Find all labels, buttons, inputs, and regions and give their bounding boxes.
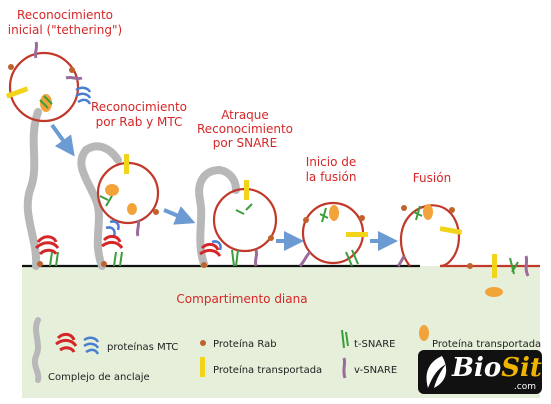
- vesicle-rab-mtc: [77, 142, 160, 270]
- t-snare: [235, 203, 253, 215]
- t-snare: [49, 251, 59, 267]
- vesicle: [8, 51, 80, 123]
- t-snare: [345, 249, 359, 267]
- soluble-cargo: [127, 203, 137, 215]
- legend: proteínas MTC Complejo de anclaje Proteí…: [31, 317, 541, 383]
- t-snare: [509, 257, 519, 275]
- soluble-cargo: [40, 94, 52, 112]
- v-snare: [253, 249, 259, 267]
- mtc-protein-red: [101, 234, 124, 249]
- membrane-cargo: [5, 86, 29, 99]
- legend-membrane-cargo-icon: [200, 357, 205, 377]
- rab-protein: [401, 205, 407, 211]
- mtc-protein-blue: [211, 240, 222, 251]
- rab-protein: [101, 261, 107, 267]
- mtc-protein-blue: [105, 220, 120, 237]
- mtc-protein-red: [199, 242, 222, 257]
- rab-protein: [449, 207, 455, 213]
- soluble-cargo: [105, 184, 119, 196]
- rab-protein: [201, 262, 207, 268]
- legend-v-snare-label: v-SNARE: [354, 365, 397, 376]
- released-cargo: [485, 287, 503, 297]
- process-arrow: [163, 206, 196, 225]
- legend-v-snare-icon: [342, 357, 347, 379]
- vesicle-snare-docking: [195, 165, 278, 268]
- legend-rab-icon: [200, 340, 206, 346]
- legend-tether-icon: [31, 317, 42, 383]
- vesicle-tethering: [5, 41, 92, 270]
- t-snare: [319, 207, 329, 223]
- soluble-cargo: [329, 205, 339, 221]
- post-fusion-membrane: [467, 254, 530, 297]
- rab-protein: [359, 215, 365, 221]
- process-arrow: [50, 123, 75, 157]
- legend-mtc-blue-icon: [83, 336, 100, 355]
- fusing-vesicle: [399, 204, 461, 268]
- v-snare: [135, 219, 141, 237]
- leaf-icon: [426, 356, 447, 388]
- t-snare: [413, 205, 423, 221]
- legend-t-snare-label: t-SNARE: [354, 339, 395, 350]
- rab-protein: [467, 263, 473, 269]
- rab-protein: [8, 64, 14, 70]
- mtc-protein-blue: [75, 86, 92, 105]
- stage-label-fusion: Fusión: [413, 171, 451, 185]
- tether-complex: [77, 142, 122, 270]
- snare-complex: [231, 249, 239, 267]
- mtc-protein-red: [34, 235, 60, 256]
- vesicle-fusion: [396, 204, 463, 268]
- watermark-suffix: .com: [513, 382, 536, 392]
- vesicle-fusion-start: [298, 201, 368, 268]
- membrane-cargo: [492, 254, 497, 278]
- legend-mtc-label: proteínas MTC: [107, 341, 178, 353]
- legend-mtc-red-icon: [55, 332, 78, 353]
- membrane-cargo: [124, 154, 129, 174]
- legend-soluble-cargo-label: Proteína transportada: [432, 338, 541, 350]
- v-snare: [524, 255, 530, 277]
- legend-membrane-cargo-label: Proteína transportada: [213, 364, 322, 376]
- t-snare: [113, 251, 123, 267]
- legend-t-snare-icon: [341, 329, 349, 349]
- v-snare: [33, 41, 39, 59]
- v-snare: [298, 250, 312, 268]
- rab-protein: [69, 67, 75, 73]
- watermark-brand: BioSitio: [452, 353, 542, 383]
- membrane-cargo: [244, 180, 249, 200]
- rab-protein: [153, 209, 159, 215]
- soluble-cargo: [423, 204, 433, 220]
- legend-tether-label: Complejo de anclaje: [48, 372, 150, 383]
- v-snare: [65, 75, 83, 81]
- rab-protein: [303, 217, 309, 223]
- membrane-cargo: [439, 226, 463, 235]
- membrane-cargo: [346, 232, 368, 237]
- biositio-watermark: BioSitio .com: [418, 350, 542, 394]
- legend-rab-label: Proteína Rab: [213, 338, 277, 350]
- t-snare: [39, 95, 53, 109]
- rab-protein: [268, 235, 274, 241]
- tether-complex: [23, 108, 42, 270]
- legend-soluble-cargo-icon: [419, 325, 429, 341]
- tether-complex: [195, 165, 240, 268]
- target-label: Compartimento diana: [176, 292, 307, 306]
- t-snare: [99, 195, 113, 207]
- v-snare: [396, 255, 406, 268]
- rab-protein: [37, 261, 43, 267]
